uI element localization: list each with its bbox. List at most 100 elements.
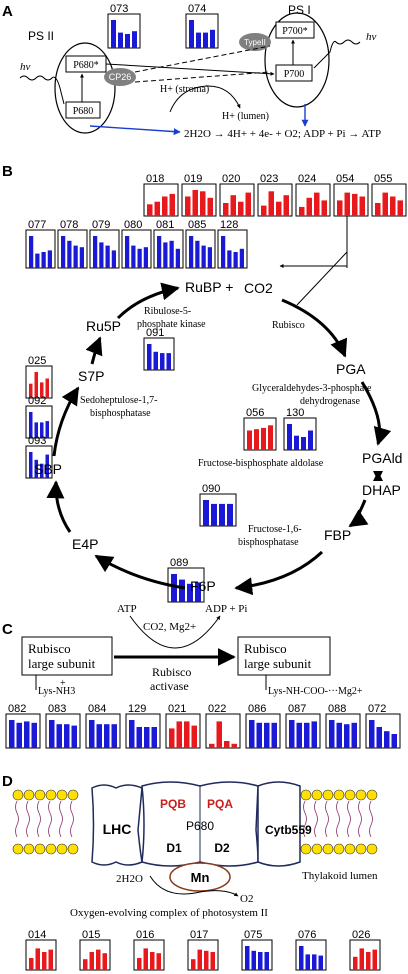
- mini-charts-a: 073 074: [107, 3, 219, 49]
- mini-bar: [9, 720, 15, 748]
- mini-bar: [268, 425, 273, 450]
- mini-chart-id: 078: [60, 219, 78, 231]
- mini-bar: [111, 724, 117, 748]
- hv-label-ps1: hν: [366, 31, 377, 43]
- mini-bar: [351, 722, 357, 748]
- lipid-head: [322, 843, 334, 855]
- mini-chart-id: 018: [146, 173, 164, 185]
- mini-bar: [219, 503, 225, 526]
- mini-bar: [337, 200, 343, 216]
- mini-bar: [143, 247, 148, 268]
- co2mg-label: CO2, Mg2+: [143, 621, 196, 633]
- mini-chart-id: 084: [88, 703, 106, 715]
- left-box-line2: large subunit: [28, 656, 96, 671]
- mini-bar: [247, 430, 252, 450]
- type2-node: [239, 33, 271, 51]
- mini-chart-084: 084: [85, 703, 121, 749]
- mini-bar: [344, 192, 350, 216]
- mini-bar: [64, 724, 70, 748]
- mini-bar: [99, 242, 104, 268]
- mini-bar: [258, 952, 263, 970]
- mini-bar: [31, 722, 37, 748]
- mini-chart-id: 019: [184, 173, 202, 185]
- mini-chart-id: 076: [298, 929, 316, 941]
- mini-chart-id: 020: [222, 173, 240, 185]
- mini-chart-020: 020: [219, 173, 255, 217]
- mini-bar: [40, 463, 44, 478]
- ps1-label: PS I: [288, 3, 311, 17]
- mini-chart-id: 025: [28, 355, 46, 367]
- mini-bar: [71, 725, 77, 748]
- mini-bar: [111, 20, 116, 48]
- mini-bar: [299, 946, 304, 970]
- lipid-head: [300, 789, 312, 801]
- mini-bar: [150, 952, 155, 970]
- mini-bar: [73, 245, 78, 268]
- mini-bar: [256, 722, 262, 748]
- mini-bar: [67, 240, 72, 268]
- mini-bar: [390, 196, 396, 216]
- mini-bar: [196, 32, 201, 48]
- panel-b-label: B: [2, 163, 13, 180]
- fbp-label: FBP: [324, 527, 351, 543]
- d1-label: D1: [166, 841, 182, 855]
- pqb-label: PQB: [160, 797, 186, 811]
- rubisco-enzyme: Rubisco: [272, 320, 305, 331]
- o2-label: O2: [240, 893, 253, 905]
- mini-bar: [153, 351, 158, 370]
- lipid-head: [34, 789, 46, 801]
- fba-enzyme: Fructose-bisphosphate aldolase: [198, 458, 324, 469]
- pga-label: PGA: [336, 361, 366, 377]
- mini-bar: [207, 197, 213, 216]
- atp-label: ATP: [117, 603, 137, 615]
- gapdh-line1: Glyceraldehydes-3-phosphate: [252, 383, 372, 394]
- mini-bar: [210, 952, 215, 970]
- mini-bar: [131, 245, 136, 268]
- mini-bar: [184, 721, 190, 748]
- mini-bar: [329, 720, 335, 748]
- mini-bar: [296, 722, 302, 748]
- mini-chart-081: 081: [153, 219, 184, 269]
- mini-bar: [359, 948, 364, 970]
- mini-chart-id: 086: [248, 703, 266, 715]
- mini-bar: [227, 250, 232, 268]
- mini-bar: [49, 720, 55, 748]
- panel-a-label: A: [2, 3, 13, 20]
- mini-chart-093: 093: [25, 435, 53, 479]
- mini-bar: [382, 192, 388, 216]
- mini-chart-074: 074: [185, 3, 219, 49]
- mini-chart-id: 023: [260, 173, 278, 185]
- sbp-label: SBP: [34, 461, 62, 477]
- mini-chart-024: 024: [295, 173, 331, 217]
- prk-line1: Ribulose-5-: [144, 306, 191, 317]
- mini-bar: [306, 197, 312, 216]
- mini-bar: [301, 437, 306, 450]
- mini-chart-id: 085: [188, 219, 206, 231]
- mini-chart-082: 082: [5, 703, 41, 749]
- mini-bar: [384, 731, 390, 748]
- hv-label-ps2: hν: [20, 61, 31, 73]
- mini-bar: [245, 946, 250, 970]
- mini-bar: [271, 722, 277, 748]
- mini-bar: [176, 721, 182, 748]
- mini-chart-id: 073: [110, 3, 128, 15]
- cp26-label: CP26: [109, 72, 132, 82]
- mini-bar: [111, 250, 116, 268]
- mini-chart-id: 130: [286, 407, 304, 419]
- mini-bar: [304, 722, 310, 748]
- mini-chart-id: 079: [92, 219, 110, 231]
- lipid-head: [23, 789, 35, 801]
- lumen-label: Thylakoid lumen: [302, 870, 378, 882]
- mini-chart-129: 129: [125, 703, 161, 749]
- equation: 2H2O → 4H+ + 4e- + O2; ADP + Pi → ATP: [184, 128, 381, 140]
- mini-bar: [289, 720, 295, 748]
- mini-chart-079: 079: [89, 219, 120, 269]
- mini-chart-id: 055: [374, 173, 392, 185]
- mini-chart-054: 054: [333, 173, 369, 217]
- mini-bar: [369, 720, 375, 748]
- lipid-head: [12, 843, 24, 855]
- mini-bar: [210, 29, 215, 48]
- lipid-head: [344, 843, 356, 855]
